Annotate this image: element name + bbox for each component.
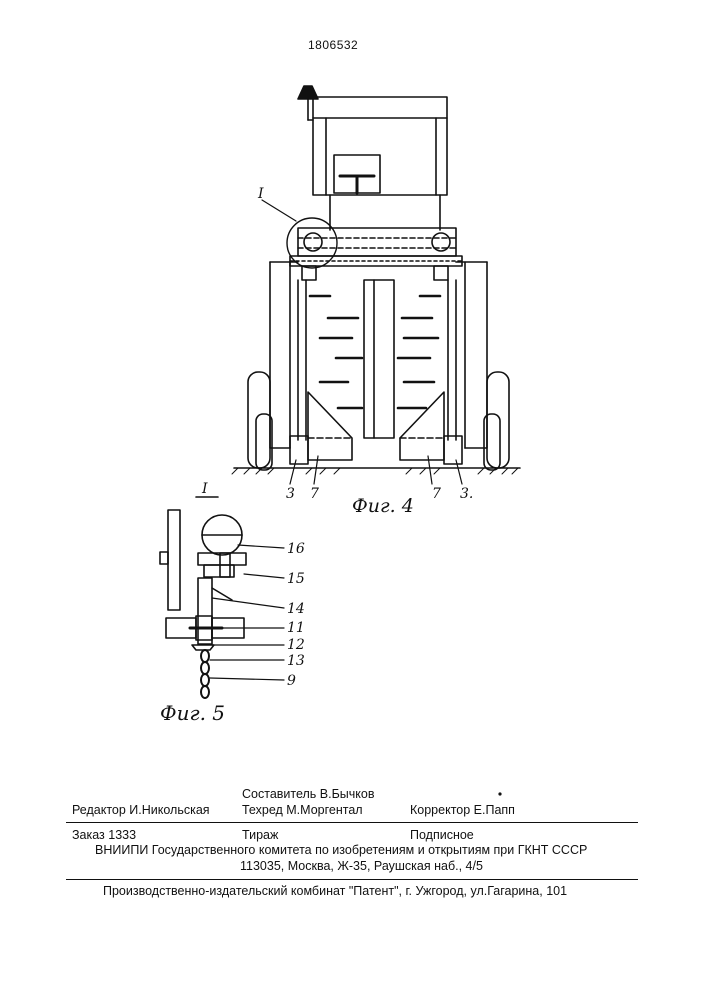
- imprint-editor: Редактор И.Никольская: [72, 803, 210, 817]
- figure-5-drawing: [160, 510, 284, 698]
- imprint-publisher: Производственно-издательский комбинат "П…: [103, 884, 567, 898]
- fig5-label-16: 16: [287, 541, 305, 557]
- fig5-label-15: 15: [287, 571, 305, 587]
- fig4-label-right-inner: 7: [432, 486, 441, 502]
- fig5-caption: Фиг. 5: [160, 701, 225, 725]
- fig4-label-left-outer: 3: [286, 486, 295, 502]
- fig5-label-11: 11: [287, 620, 305, 636]
- fig5-label-12: 12: [287, 637, 305, 653]
- imprint-rule-middle: [66, 879, 638, 880]
- fig4-detail-marker: I: [257, 186, 264, 202]
- imprint-techred: Техред М.Моргентал: [242, 803, 363, 817]
- imprint-print-run: Тираж: [242, 828, 278, 842]
- figure-4-drawing: [232, 86, 520, 484]
- fig5-label-13: 13: [287, 653, 305, 669]
- fig5-label-14: 14: [287, 601, 305, 617]
- imprint-organization-line2: 113035, Москва, Ж-35, Раушская наб., 4/5: [240, 859, 483, 873]
- imprint-compiler: Составитель В.Бычков: [242, 787, 375, 801]
- imprint-corrector: Корректор Е.Папп: [410, 803, 515, 817]
- imprint-organization-line1: ВНИИПИ Государственного комитета по изоб…: [95, 843, 587, 857]
- imprint-rule-top: [66, 822, 638, 823]
- imprint-order: Заказ 1333: [72, 828, 136, 842]
- fig4-label-right-outer: 3.: [460, 486, 473, 502]
- fig5-detail-marker: I: [201, 481, 208, 497]
- fig4-caption: Фиг. 4: [352, 495, 414, 517]
- imprint-subscription: Подписное: [410, 828, 474, 842]
- fig5-label-9: 9: [287, 673, 296, 689]
- fig4-label-left-inner: 7: [310, 486, 319, 502]
